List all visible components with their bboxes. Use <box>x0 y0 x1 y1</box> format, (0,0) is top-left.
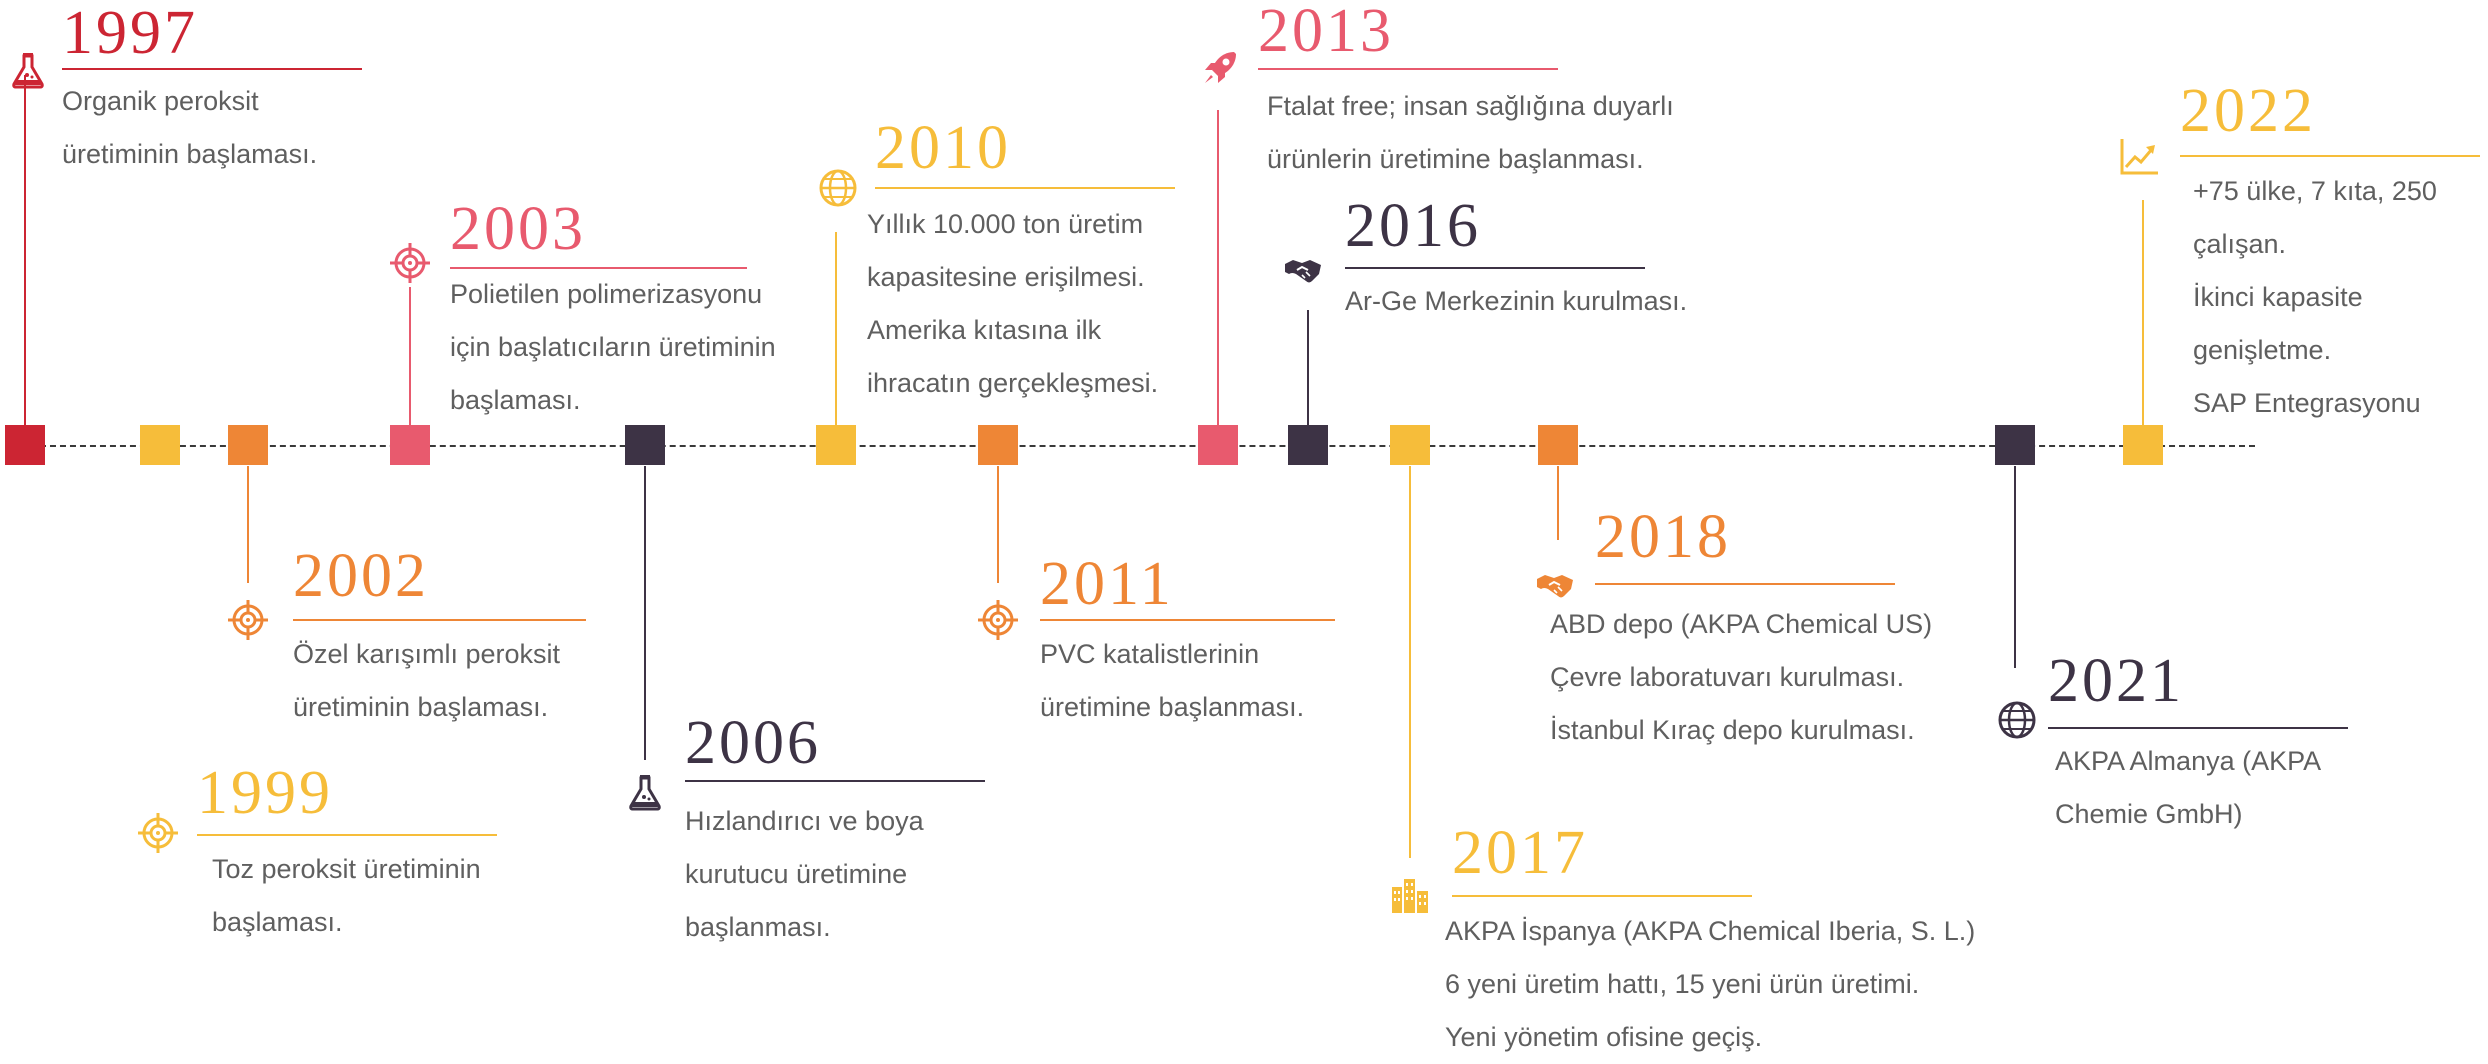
buildings-icon <box>1390 875 1430 915</box>
year-underline-2013 <box>1258 68 1558 70</box>
chart-up-icon <box>2118 137 2158 177</box>
year-underline-2003 <box>450 267 747 269</box>
connector-2022 <box>2142 200 2144 425</box>
year-underline-2002 <box>293 619 586 621</box>
description-1997: Organik peroksit üretiminin başlaması. <box>62 86 318 169</box>
year-1997: 1997 <box>62 0 198 67</box>
year-2018: 2018 <box>1595 503 1731 571</box>
globe-icon <box>1997 700 2037 740</box>
description-2021: AKPA Almanya (AKPA Chemie GmbH) <box>2055 746 2322 829</box>
marker-2006 <box>625 425 665 465</box>
rocket-icon <box>1200 48 1240 88</box>
globe-icon <box>818 168 858 208</box>
connector-2021 <box>2014 466 2016 668</box>
description-2006: Hızlandırıcı ve boya kurutucu üretimine … <box>685 806 924 942</box>
description-1999: Toz peroksit üretiminin başlaması. <box>212 854 481 937</box>
description-2013: Ftalat free; insan sağlığına duyarlı ürü… <box>1267 91 1674 174</box>
year-underline-2006 <box>685 780 985 782</box>
description-2017: AKPA İspanya (AKPA Chemical Iberia, S. L… <box>1445 916 1976 1052</box>
year-underline-2021 <box>2048 727 2348 729</box>
connector-2010 <box>835 232 837 425</box>
year-2006: 2006 <box>685 709 821 777</box>
flask-icon <box>8 50 48 90</box>
connector-2011 <box>997 466 999 583</box>
year-underline-1999 <box>197 834 497 836</box>
description-2022: +75 ülke, 7 kıta, 250 çalışan. İkinci ka… <box>2193 176 2437 418</box>
year-2016: 2016 <box>1345 192 1481 260</box>
handshake-icon <box>1283 250 1323 290</box>
timeline-axis <box>20 445 2255 447</box>
year-underline-2018 <box>1595 583 1895 585</box>
description-2010: Yıllık 10.000 ton üretim kapasitesine er… <box>867 209 1159 398</box>
year-2017: 2017 <box>1452 819 1588 887</box>
year-2021: 2021 <box>2048 647 2184 715</box>
target-icon <box>390 243 430 283</box>
connector-2018 <box>1557 466 1559 540</box>
marker-2022 <box>2123 425 2163 465</box>
connector-2016 <box>1307 310 1309 425</box>
marker-2021 <box>1995 425 2035 465</box>
connector-2006 <box>644 466 646 760</box>
target-icon <box>978 600 1018 640</box>
target-icon <box>138 813 178 853</box>
marker-2010 <box>816 425 856 465</box>
description-2002: Özel karışımlı peroksit üretiminin başla… <box>293 639 561 722</box>
connector-2003 <box>409 287 411 425</box>
marker-2013 <box>1198 425 1238 465</box>
marker-2002 <box>228 425 268 465</box>
year-underline-2016 <box>1345 267 1645 269</box>
marker-1999 <box>140 425 180 465</box>
year-2003: 2003 <box>450 195 586 263</box>
year-2010: 2010 <box>875 114 1011 182</box>
year-2011: 2011 <box>1040 550 1174 618</box>
marker-2011 <box>978 425 1018 465</box>
marker-2018 <box>1538 425 1578 465</box>
description-2003: Polietilen polimerizasyonu için başlatıc… <box>450 279 776 415</box>
target-icon <box>228 600 268 640</box>
handshake-icon <box>1535 565 1575 605</box>
marker-2017 <box>1390 425 1430 465</box>
year-underline-2010 <box>875 187 1175 189</box>
connector-1997 <box>24 75 26 425</box>
connector-2017 <box>1409 466 1411 858</box>
marker-1997 <box>5 425 45 465</box>
flask-icon <box>625 772 665 812</box>
year-2022: 2022 <box>2180 77 2316 145</box>
year-underline-2017 <box>1452 895 1752 897</box>
year-underline-2011 <box>1040 619 1335 621</box>
marker-2016 <box>1288 425 1328 465</box>
year-2013: 2013 <box>1258 0 1394 65</box>
year-underline-1997 <box>62 68 362 70</box>
year-underline-2022 <box>2180 155 2480 157</box>
description-2016: Ar-Ge Merkezinin kurulması. <box>1345 286 1688 316</box>
marker-2003 <box>390 425 430 465</box>
year-2002: 2002 <box>293 542 429 610</box>
year-1999: 1999 <box>197 759 333 827</box>
connector-2013 <box>1217 110 1219 425</box>
connector-2002 <box>247 466 249 583</box>
description-2011: PVC katalistlerinin üretimine başlanması… <box>1040 639 1305 722</box>
description-2018: ABD depo (AKPA Chemical US) Çevre labora… <box>1550 609 1933 745</box>
